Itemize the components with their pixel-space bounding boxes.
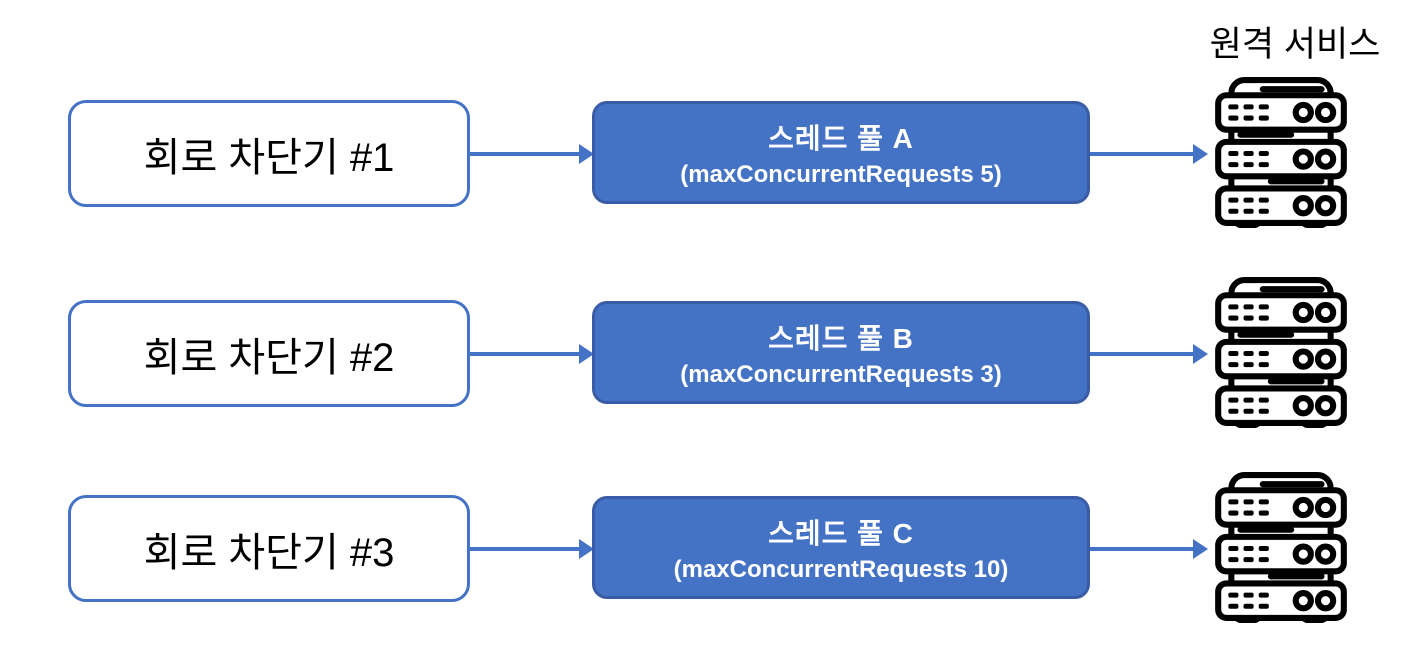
thread-pool-name: 스레드 풀 B [768, 322, 914, 354]
thread-pool-box-c: 스레드 풀 C (maxConcurrentRequests 10) [592, 496, 1090, 599]
flow-arrow-icon [1090, 538, 1208, 559]
circuit-breaker-box-1: 회로 차단기 #1 [68, 100, 470, 207]
thread-pool-config: (maxConcurrentRequests 5) [680, 160, 1002, 188]
diagram-row: 회로 차단기 #2 스레드 풀 B (maxConcurrentRequests… [0, 300, 1412, 407]
circuit-breaker-label: 회로 차단기 #1 [143, 135, 395, 180]
thread-pool-config: (maxConcurrentRequests 10) [673, 555, 1009, 583]
thread-pool-name: 스레드 풀 C [768, 517, 914, 549]
thread-pool-name: 스레드 풀 A [768, 122, 914, 154]
diagram-row: 회로 차단기 #1 스레드 풀 A (maxConcurrentRequests… [0, 100, 1412, 207]
diagram-row: 회로 차단기 #3 스레드 풀 C (maxConcurrentRequests… [0, 495, 1412, 602]
thread-pool-box-a: 스레드 풀 A (maxConcurrentRequests 5) [592, 101, 1090, 204]
flow-arrow-icon [1090, 343, 1208, 364]
server-rack-icon [1212, 471, 1350, 625]
circuit-breaker-label: 회로 차단기 #2 [143, 335, 395, 380]
circuit-breaker-label: 회로 차단기 #3 [143, 530, 395, 575]
circuit-breaker-box-3: 회로 차단기 #3 [68, 495, 470, 602]
thread-pool-config: (maxConcurrentRequests 3) [680, 360, 1002, 388]
circuit-breaker-box-2: 회로 차단기 #2 [68, 300, 470, 407]
flow-arrow-icon [470, 538, 594, 559]
flow-arrow-icon [1090, 143, 1208, 164]
flow-arrow-icon [470, 343, 594, 364]
server-rack-icon [1212, 76, 1350, 230]
server-rack-icon [1212, 276, 1350, 430]
thread-pool-box-b: 스레드 풀 B (maxConcurrentRequests 3) [592, 301, 1090, 404]
remote-service-label: 원격 서비스 [1209, 25, 1381, 64]
flow-arrow-icon [470, 143, 594, 164]
